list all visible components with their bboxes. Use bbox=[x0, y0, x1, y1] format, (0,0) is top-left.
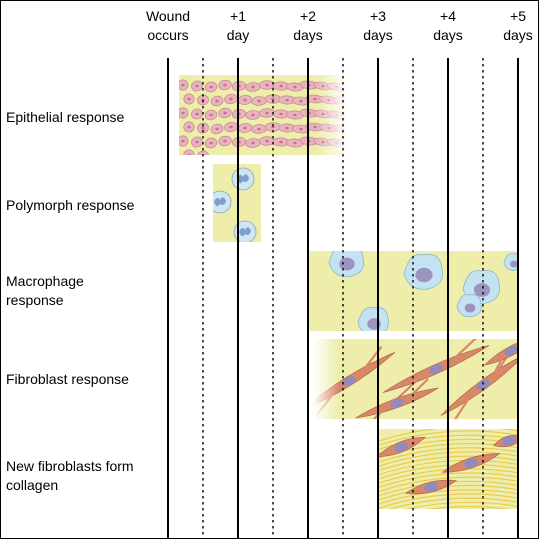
epithelial-nucleus bbox=[181, 111, 185, 115]
epithelial-nucleus bbox=[201, 126, 205, 130]
epithelial-nucleus bbox=[209, 113, 213, 117]
macrophage-nucleus bbox=[464, 303, 476, 313]
epithelial-nucleus bbox=[293, 113, 297, 117]
epithelial-nucleus bbox=[251, 85, 255, 89]
epithelial-nucleus bbox=[229, 125, 233, 129]
epithelial-nucleus bbox=[279, 112, 283, 116]
row-label-polymorph: Polymorph response bbox=[6, 197, 135, 213]
epithelial-cell bbox=[183, 149, 195, 155]
fibroblast-cell bbox=[440, 348, 517, 419]
macrophage-nucleus bbox=[509, 260, 517, 268]
row-label-new-fibroblasts-collagen: New fibroblasts form collagen bbox=[6, 458, 134, 493]
epithelial-nucleus bbox=[257, 127, 261, 131]
epithelial-nucleus bbox=[223, 111, 227, 115]
collagen-fibroblast bbox=[441, 453, 501, 473]
epithelial-nucleus bbox=[215, 99, 219, 103]
epithelial-nucleus bbox=[293, 85, 297, 89]
epithelial-nucleus bbox=[195, 112, 199, 116]
epithelial-cell bbox=[197, 150, 209, 155]
epithelial-nucleus bbox=[265, 111, 269, 115]
epithelial-nucleus bbox=[279, 84, 283, 88]
epithelial-nucleus bbox=[187, 97, 191, 101]
epithelial-nucleus bbox=[285, 126, 289, 130]
epithelial-nucleus bbox=[215, 127, 219, 131]
epithelial-nucleus bbox=[313, 97, 317, 101]
fibroblast-cell bbox=[483, 339, 517, 375]
epithelial-nucleus bbox=[313, 125, 317, 129]
header-day-1: +1 day bbox=[226, 8, 250, 43]
epithelial-nucleus bbox=[257, 99, 261, 103]
collagen-fibre bbox=[379, 429, 517, 442]
epithelial-nucleus bbox=[271, 97, 275, 101]
epithelial-nucleus bbox=[195, 84, 199, 88]
macrophage-nucleus bbox=[339, 257, 355, 271]
epithelial-nucleus bbox=[243, 126, 247, 130]
row-label-macrophage: Macrophage response bbox=[6, 273, 84, 308]
header-day-4: +4 days bbox=[433, 8, 463, 43]
fibroblast-response-panel bbox=[313, 339, 517, 419]
polymorph-nucleus bbox=[237, 174, 249, 184]
header-day-3: +3 days bbox=[363, 8, 393, 43]
epithelial-nucleus bbox=[223, 83, 227, 87]
epithelial-response-panel bbox=[179, 75, 347, 155]
epithelial-nucleus bbox=[299, 99, 303, 103]
half-day-gridlines bbox=[202, 58, 484, 538]
polymorph-response-panel bbox=[213, 164, 261, 242]
macrophage-response-panel bbox=[309, 251, 517, 331]
epithelial-nucleus bbox=[299, 127, 303, 131]
epithelial-nucleus bbox=[271, 125, 275, 129]
header-day-2: +2 days bbox=[293, 8, 323, 43]
epithelial-nucleus bbox=[187, 153, 191, 155]
epithelial-nucleus bbox=[251, 113, 255, 117]
epithelial-nucleus bbox=[265, 139, 269, 143]
epithelial-nucleus bbox=[243, 98, 247, 102]
collagen-fibroblast bbox=[492, 434, 517, 448]
epithelial-nucleus bbox=[209, 141, 213, 145]
epithelial-nucleus bbox=[195, 140, 199, 144]
header-day-5: +5 days bbox=[503, 8, 533, 43]
collagen-fibroblast bbox=[404, 479, 458, 495]
epithelial-nucleus bbox=[265, 83, 269, 87]
epithelial-nucleus bbox=[187, 125, 191, 129]
day-gridlines bbox=[167, 58, 519, 538]
row-label-fibroblast: Fibroblast response bbox=[6, 371, 129, 387]
macrophage-nucleus bbox=[415, 267, 433, 283]
collagen-formation-panel bbox=[379, 429, 517, 509]
epithelial-nucleus bbox=[285, 98, 289, 102]
row-label-epithelial: Epithelial response bbox=[6, 109, 125, 125]
epithelial-nucleus bbox=[251, 141, 255, 145]
header-wound-occurs: Wound occurs bbox=[145, 8, 191, 43]
epithelial-nucleus bbox=[181, 139, 185, 143]
epithelial-nucleus bbox=[209, 85, 213, 89]
epithelial-nucleus bbox=[229, 97, 233, 101]
epithelial-nucleus bbox=[293, 141, 297, 145]
polymorph-nucleus bbox=[214, 197, 226, 207]
macrophage-nucleus bbox=[473, 283, 491, 297]
epithelial-nucleus bbox=[279, 140, 283, 144]
epithelial-nucleus bbox=[223, 139, 227, 143]
epithelial-nucleus bbox=[181, 83, 185, 87]
polymorph-nucleus bbox=[239, 227, 251, 237]
